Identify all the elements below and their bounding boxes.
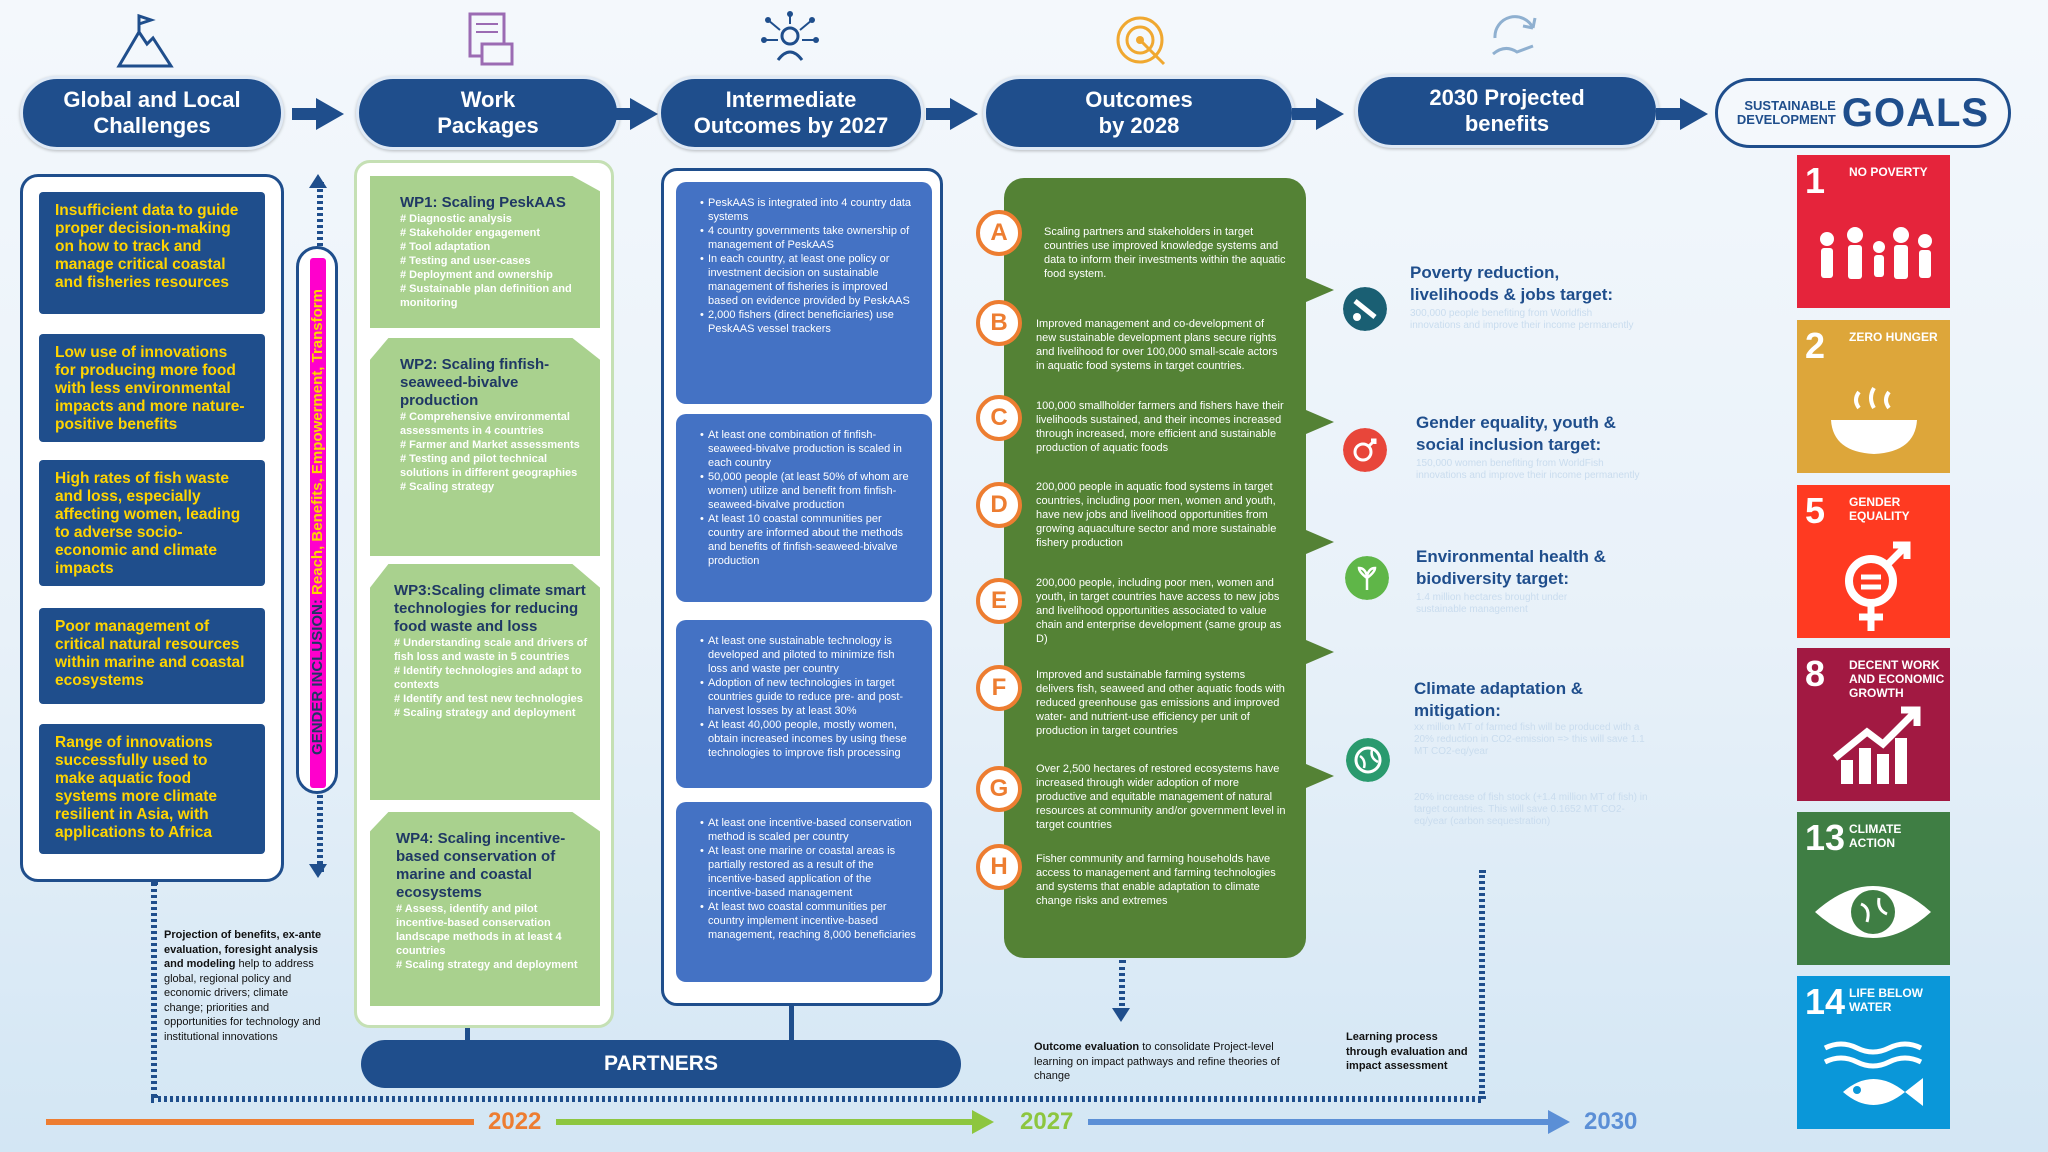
projection-note: Projection of benefits, ex-ante evaluati… [164, 929, 322, 1043]
challenge-card: Low use of innovations for producing mor… [39, 334, 265, 442]
target-icon [1116, 16, 1166, 66]
intermediate-outcome-card: At least one combination of finfish-seaw… [676, 414, 932, 602]
feedback-dotted-line [1479, 870, 1485, 1099]
timeline-year: 2022 [488, 1108, 542, 1135]
timeline-segment-2027 [556, 1119, 976, 1125]
gender-symbol-icon [1845, 541, 1911, 631]
outcome-text: Fisher community and farming households … [1036, 853, 1276, 907]
fish-waves-icon [1823, 1041, 1923, 1106]
benefit-subtext: 1.4 million hectares brought under susta… [1416, 592, 1568, 615]
partners-bar: PARTNERS [361, 1040, 961, 1088]
wp4-card: WP4: Scaling incentive-based conservatio… [370, 812, 600, 1006]
intermediate-outcome-card: At least one sustainable technology is d… [676, 620, 932, 788]
arrow-down-icon [1112, 1008, 1130, 1022]
outcome-text: Improved and sustainable farming systems… [1036, 669, 1285, 737]
outcome-text: Scaling partners and stakeholders in tar… [1044, 226, 1286, 280]
intermediate-outcome-card: At least one incentive-based conservatio… [676, 802, 932, 982]
outcome-marker: H [976, 844, 1022, 890]
header-arrow [606, 98, 658, 130]
outcome-text: 200,000 people, including poor men, wome… [1036, 577, 1282, 645]
outcome-text: 200,000 people in aquatic food systems i… [1036, 481, 1277, 549]
timeline-year: 2030 [1584, 1108, 1638, 1135]
header-arrow [1656, 98, 1708, 130]
outcome-marker: A [976, 210, 1022, 256]
arrow-down-icon [309, 864, 327, 878]
outcome-text: Over 2,500 hectares of restored ecosyste… [1036, 763, 1286, 831]
benefit-subtext: xx million MT of farmed fish will be pro… [1414, 722, 1645, 757]
wp3-card: WP3:Scaling climate smart technologies f… [370, 564, 600, 800]
arrow-up-icon [309, 174, 327, 188]
benefit-subtext: 300,000 people benefiting from Worldfish… [1410, 308, 1634, 331]
briefcase-document-icon [468, 12, 514, 66]
benefit-title: Poverty reduction,livelihoods & jobs tar… [1410, 263, 1614, 304]
hand-cycle-icon [1492, 15, 1537, 56]
gender-inclusion-fill [310, 258, 326, 788]
outcome-text: Improved management and co-development o… [1036, 318, 1278, 372]
challenge-card: High rates of fish waste and loss, espec… [39, 460, 265, 586]
partners-connector [789, 1006, 794, 1040]
wp2-card: WP2: Scaling finfish-seaweed-bivalve pro… [370, 338, 600, 556]
challenge-card: Insufficient data to guide proper decisi… [39, 192, 265, 314]
benefit-title: Environmental health &biodiversity targe… [1416, 547, 1606, 588]
outcome-evaluation-note: Outcome evaluation to consolidate Projec… [1034, 1041, 1280, 1082]
partners-connector [465, 1028, 470, 1040]
challenge-card: Poor management of critical natural reso… [39, 608, 265, 704]
gender-inclusion-label: GENDER INCLUSION: Reach, Benefits, Empow… [309, 289, 326, 755]
benefit-subtext: 150,000 women benefiting from WorldFish … [1416, 458, 1640, 481]
outcome-marker: C [976, 395, 1022, 441]
outcome-marker: D [976, 482, 1022, 528]
food-bowl-icon [1831, 386, 1917, 454]
benefit-title: Gender equality, youth &social inclusion… [1416, 413, 1616, 454]
intermediate-outcome-card: PeskAAS is integrated into 4 country dat… [676, 182, 932, 404]
timeline-segment-2030 [1088, 1119, 1552, 1125]
outcome-eval-dotted-line [1119, 960, 1125, 1012]
outcomes-panel [1004, 178, 1334, 958]
header-arrow [926, 98, 978, 130]
globe-icon [1346, 738, 1390, 782]
growth-chart-icon [1832, 706, 1921, 784]
eye-globe-icon [1815, 886, 1931, 938]
family-icon [1820, 227, 1932, 279]
benefit-title: Climate adaptation &mitigation: [1414, 679, 1584, 720]
timeline-year: 2027 [1020, 1108, 1074, 1135]
outcome-marker: B [976, 300, 1022, 346]
plant-icon [1345, 556, 1389, 600]
feedback-dotted-line [151, 882, 157, 1098]
benefit-subtext: 20% increase of fish stock (+1.4 million… [1414, 792, 1648, 827]
wp1-card: WP1: Scaling PeskAAS # Diagnostic analys… [370, 176, 600, 328]
learning-note: Learning process through evaluation and … [1346, 1031, 1468, 1072]
challenge-card: Range of innovations successfully used t… [39, 724, 265, 854]
network-person-icon [761, 11, 819, 61]
outcome-marker: E [976, 578, 1022, 624]
feedback-dotted-line [151, 1096, 1481, 1102]
header-arrow [1292, 98, 1344, 130]
header-arrow [292, 98, 344, 130]
arrow-right-icon [1548, 1110, 1570, 1134]
outcome-marker: F [976, 665, 1022, 711]
mountain-flag-icon [116, 13, 174, 68]
outcome-text: 100,000 smallholder farmers and fishers … [1036, 400, 1284, 454]
outcome-marker: G [976, 766, 1022, 812]
timeline-segment-2022 [46, 1119, 474, 1125]
fish-hands-icon [1343, 287, 1387, 331]
gender-equality-icon [1343, 428, 1387, 472]
arrow-right-icon [972, 1110, 994, 1134]
